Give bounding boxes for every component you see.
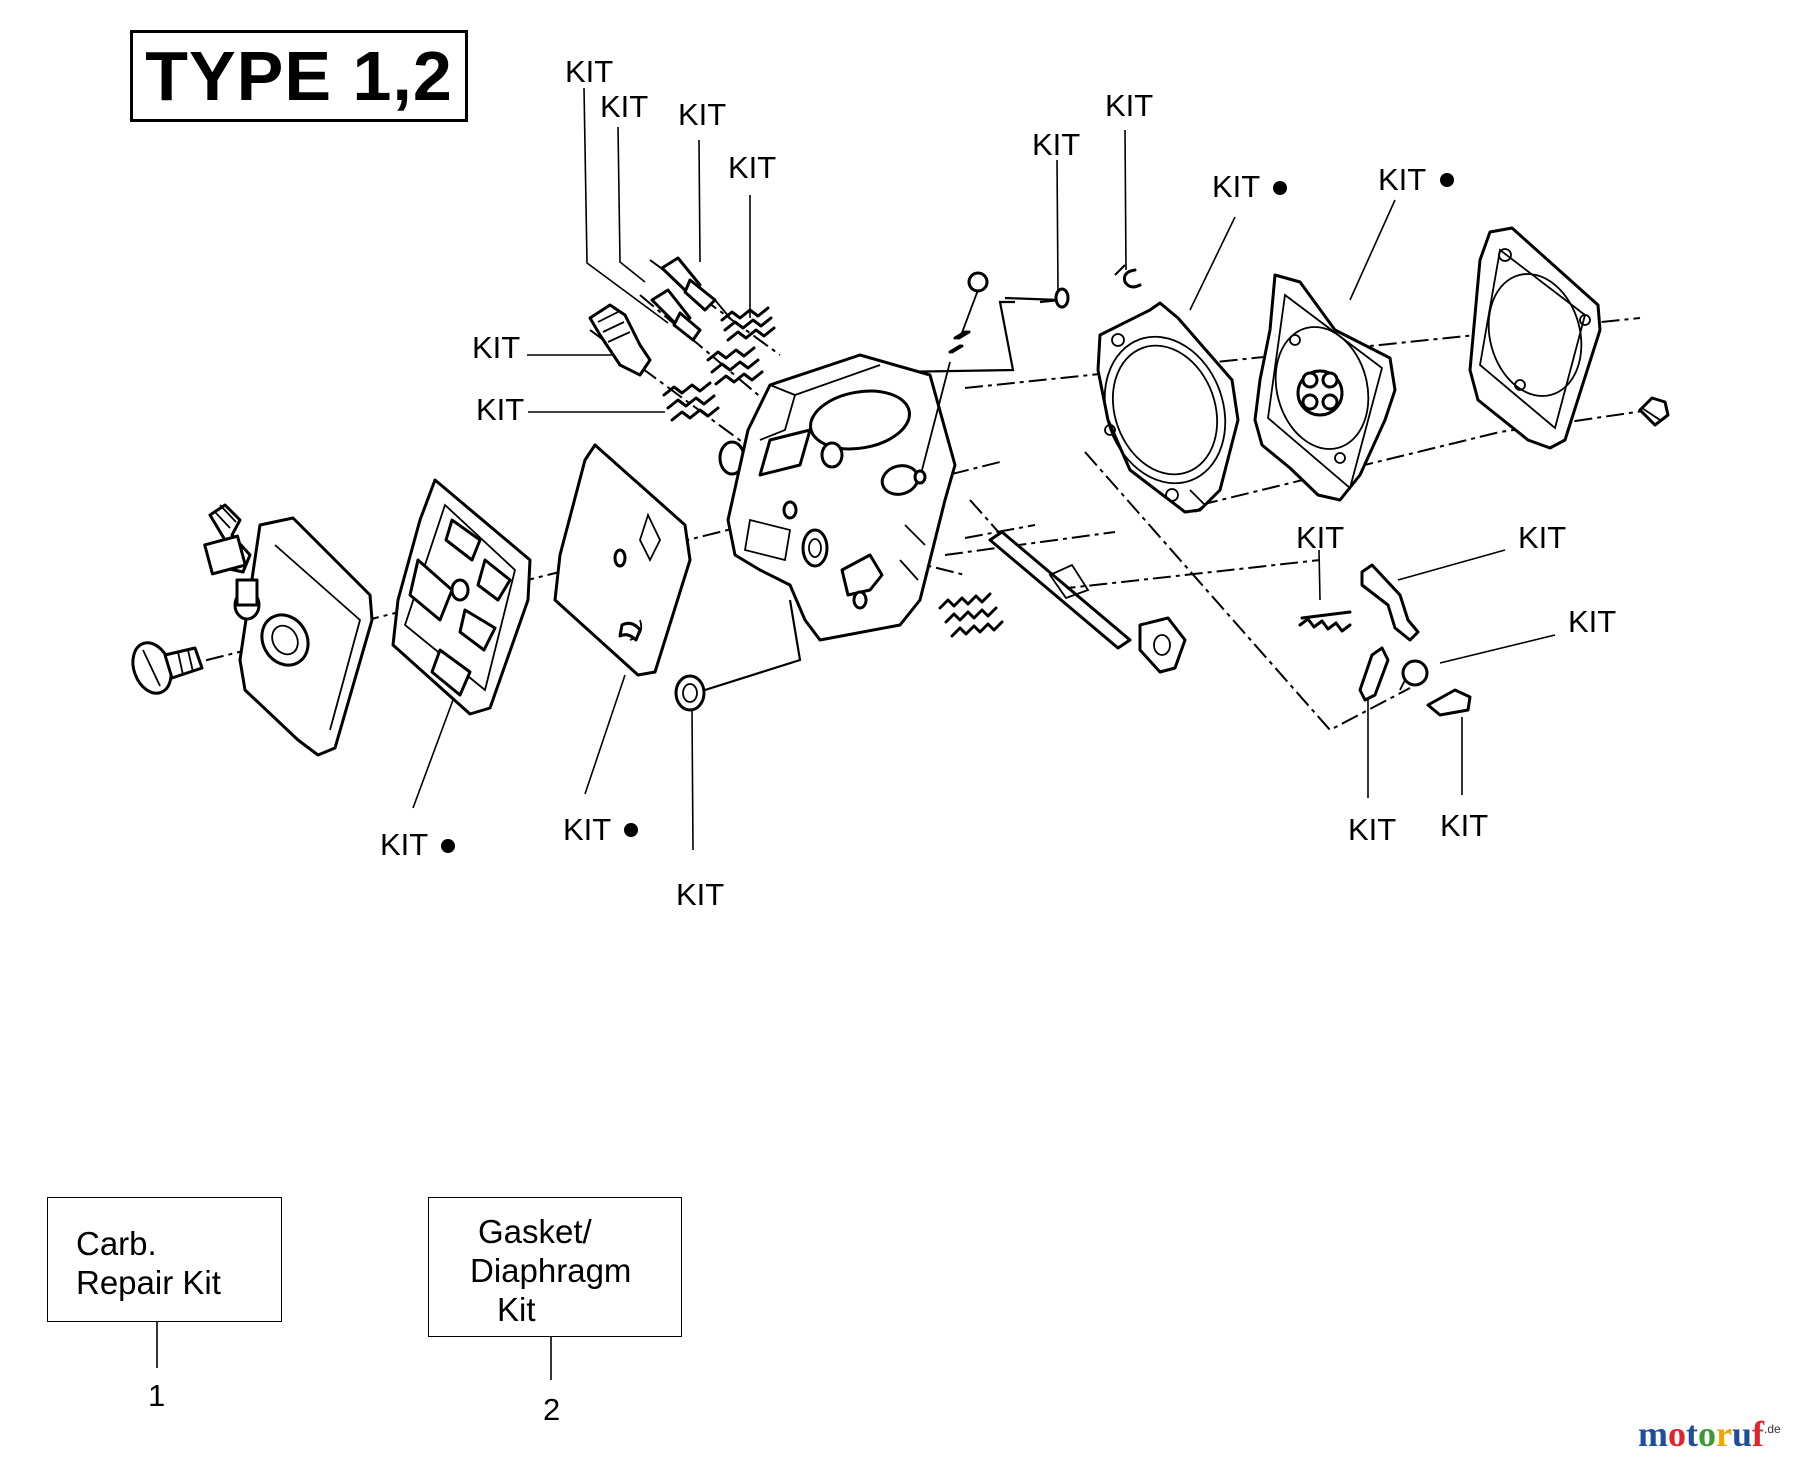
watermark-suffix: .de bbox=[1764, 1422, 1781, 1436]
metering-lever-spring bbox=[1298, 610, 1352, 633]
gasket-kit-marker-dot bbox=[624, 823, 638, 837]
kit-callout-13: KIT bbox=[1568, 604, 1616, 639]
leader-lines bbox=[412, 87, 1556, 851]
spring-set-middle bbox=[706, 346, 764, 386]
inlet-needle bbox=[1426, 688, 1472, 717]
spring-set-upper bbox=[720, 306, 776, 342]
adjusting-screw-high bbox=[660, 256, 731, 319]
check-valve bbox=[674, 674, 706, 712]
kit-callout-3: KIT bbox=[678, 97, 726, 132]
watermark-letter: u bbox=[1731, 1414, 1753, 1454]
gasket-kit-marker-dot bbox=[1440, 173, 1454, 187]
legend-2-line-1: Gasket/ bbox=[478, 1213, 592, 1250]
legend-1-line-2: Repair Kit bbox=[76, 1264, 221, 1301]
watermark-letter: m bbox=[1638, 1414, 1668, 1454]
kit-callout-12: KIT bbox=[1518, 520, 1566, 555]
kit-callout-14: KIT bbox=[380, 827, 428, 862]
lever-pin bbox=[1358, 646, 1390, 702]
kit-callout-16: KIT bbox=[676, 877, 724, 912]
metering-lever bbox=[1360, 563, 1420, 642]
kit-callout-11: KIT bbox=[1296, 520, 1344, 555]
cover-screw bbox=[131, 641, 204, 695]
kit-callout-1: KIT bbox=[565, 54, 613, 89]
throttle-shaft bbox=[988, 530, 1187, 674]
pump-gasket bbox=[391, 478, 532, 716]
type-title-text: TYPE 1,2 bbox=[145, 37, 453, 115]
watermark-letter: t bbox=[1686, 1414, 1698, 1454]
kit-callout-5: KIT bbox=[472, 330, 520, 365]
spring-set-lower bbox=[662, 381, 720, 422]
metering-gasket bbox=[1096, 301, 1240, 514]
watermark-letter: r bbox=[1716, 1414, 1732, 1454]
kit-callout-18: KIT bbox=[1440, 808, 1488, 843]
kit-callout-6: KIT bbox=[476, 392, 524, 427]
metering-cover bbox=[1468, 226, 1602, 450]
legend-2-line-2: Diaphragm bbox=[470, 1252, 632, 1289]
kit-callout-10: KIT bbox=[1378, 162, 1426, 197]
lever-clip bbox=[1123, 268, 1142, 289]
lever-washer bbox=[1054, 287, 1070, 309]
kit-callout-4: KIT bbox=[728, 150, 776, 185]
diagram-type-title: TYPE 1,2 bbox=[130, 30, 468, 122]
kit-callout-8: KIT bbox=[1105, 88, 1153, 123]
throttle-spring bbox=[938, 592, 1004, 638]
watermark-letter: o bbox=[1698, 1414, 1716, 1454]
gasket-kit-marker-dot bbox=[1273, 181, 1287, 195]
legend-number-1: 1 bbox=[148, 1378, 166, 1413]
kit-callout-2: KIT bbox=[600, 89, 648, 124]
adjusting-screw-low bbox=[650, 288, 702, 342]
kit-callout-17: KIT bbox=[1348, 812, 1396, 847]
idle-screw bbox=[588, 303, 652, 377]
gasket-kit-marker-dot bbox=[441, 839, 455, 853]
fuel-inlet-fitting bbox=[203, 503, 252, 576]
legend-box-gasket-diaphragm-kit: Gasket/ Diaphragm Kit bbox=[428, 1197, 682, 1337]
lever-screw bbox=[1399, 659, 1429, 691]
pump-cover bbox=[233, 516, 374, 757]
legend-1-line-1: Carb. bbox=[76, 1225, 157, 1262]
kit-callout-15: KIT bbox=[563, 812, 611, 847]
kit-callout-7: KIT bbox=[1032, 127, 1080, 162]
carburetor-body bbox=[726, 353, 957, 642]
throttle-return-spring bbox=[921, 271, 989, 471]
motoruf-watermark-logo: motoruf.de bbox=[1638, 1413, 1781, 1455]
legend-number-2: 2 bbox=[543, 1392, 561, 1427]
kit-callouts: KIT KIT KIT KIT KIT KIT KIT KIT KIT KIT … bbox=[380, 54, 1616, 912]
watermark-letter: o bbox=[1668, 1414, 1686, 1454]
legend-2-line-3: Kit bbox=[497, 1291, 536, 1328]
legend-connectors bbox=[156, 1322, 552, 1380]
kit-callout-9: KIT bbox=[1212, 169, 1260, 204]
metering-diaphragm bbox=[1253, 273, 1397, 502]
pump-diaphragm bbox=[553, 443, 692, 677]
watermark-letter: f bbox=[1752, 1414, 1765, 1454]
cover-screw-right bbox=[1638, 396, 1670, 427]
legend-box-carb-repair-kit: Carb. Repair Kit bbox=[47, 1197, 282, 1322]
